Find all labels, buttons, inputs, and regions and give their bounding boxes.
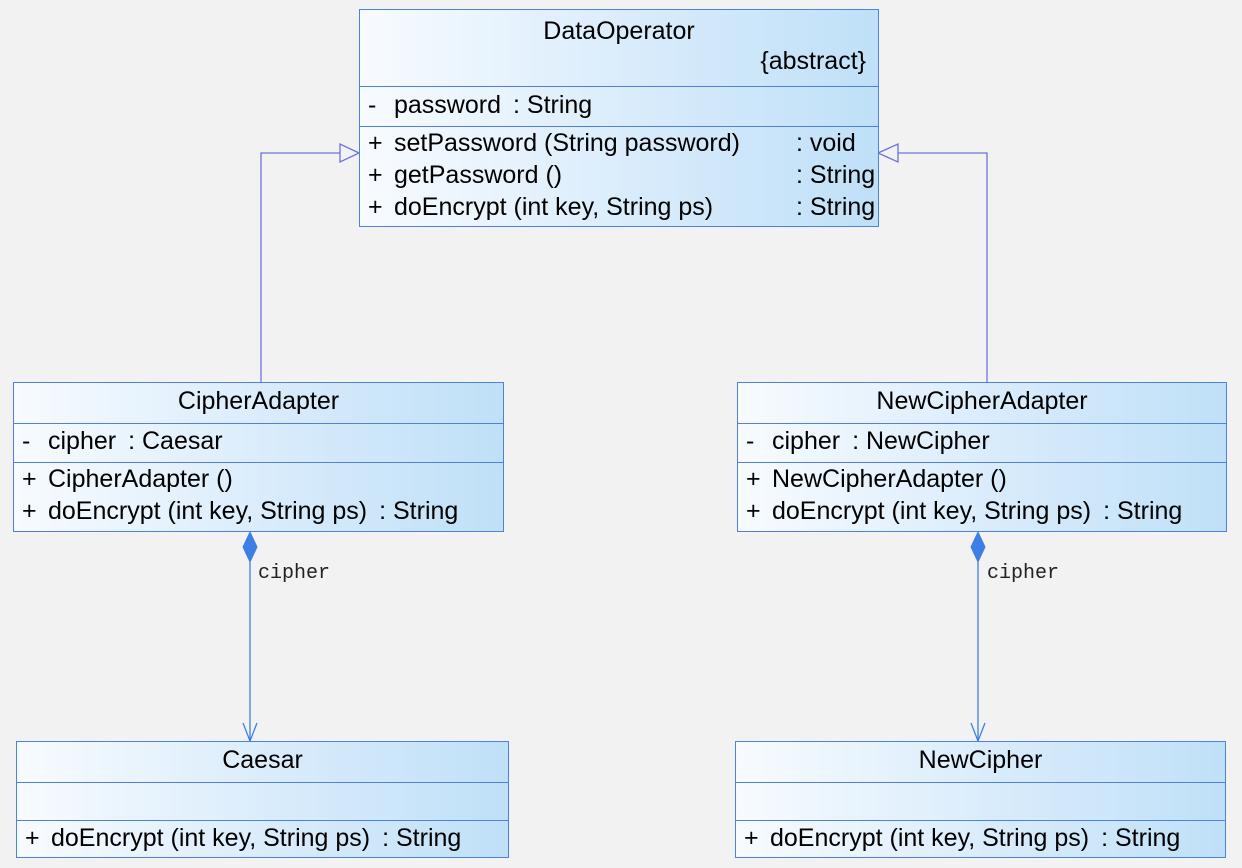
attribute-compartment: - cipher : Caesar [14,423,503,462]
operation-compartment: + NewCipherAdapter () + doEncrypt (int k… [738,462,1226,532]
generalization-line-new-cipher-adapter [898,152,988,383]
attribute-row-cipher[interactable]: - cipher : NewCipher [746,425,1218,457]
operation-row-do-encrypt[interactable]: + doEncrypt (int key, String ps) : Strin… [746,495,1218,527]
class-name: CipherAdapter [177,387,340,415]
visibility-marker: + [22,497,37,525]
composition-role-label-caesar: cipher [258,562,331,585]
operation-name: CipherAdapter () [48,465,233,493]
class-name: DataOperator [543,17,695,45]
operation-row-do-encrypt[interactable]: + doEncrypt (int key, String ps) : Strin… [744,822,1217,854]
composition-diamond-cipher-adapter [242,530,258,564]
class-name-compartment: CipherAdapter [14,383,503,423]
operation-row-constructor[interactable]: + NewCipherAdapter () [746,463,1218,495]
visibility-marker: + [746,497,761,525]
operation-row-do-encrypt[interactable]: + doEncrypt (int key, String ps) : Strin… [25,822,500,854]
generalization-arrowhead-cipher-adapter [339,142,361,164]
composition-role-label-new-cipher: cipher [987,562,1060,585]
operation-row-set-password[interactable]: + setPassword (String password) : void [368,127,870,159]
operation-compartment: + CipherAdapter () + doEncrypt (int key,… [14,462,503,532]
operation-return-type: : String [796,193,876,221]
visibility-marker: + [368,161,383,189]
operation-name: NewCipherAdapter () [772,465,1007,493]
operation-row-get-password[interactable]: + getPassword () : String [368,159,875,191]
operation-name: doEncrypt (int key, String ps) [51,824,371,852]
visibility-marker: + [744,824,759,852]
operation-name: doEncrypt (int key, String ps) [394,193,714,221]
attribute-name: password [394,91,501,119]
attribute-row-password[interactable]: - password : String [368,89,870,121]
operation-return-type: : String [1103,497,1183,525]
class-name-compartment: Caesar [17,742,508,782]
visibility-marker: + [368,129,383,157]
visibility-marker: - [22,427,31,455]
class-name-compartment: NewCipherAdapter [738,383,1226,423]
operation-name: doEncrypt (int key, String ps) [770,824,1090,852]
operation-row-do-encrypt[interactable]: + doEncrypt (int key, String ps) : Strin… [22,495,495,527]
operation-return-type: : void [796,129,856,157]
attribute-type: : String [513,91,593,119]
operation-name: setPassword (String password) [394,129,740,157]
attribute-type: : Caesar [128,427,223,455]
visibility-marker: - [368,91,377,119]
visibility-marker: + [746,465,761,493]
class-name-compartment: DataOperator {abstract} [360,10,878,86]
operation-return-type: : String [382,824,462,852]
operation-row-constructor[interactable]: + CipherAdapter () [22,463,495,495]
operation-compartment: + doEncrypt (int key, String ps) : Strin… [17,820,508,859]
class-new-cipher-adapter[interactable]: NewCipherAdapter - cipher : NewCipher + … [737,382,1227,532]
class-caesar[interactable]: Caesar + doEncrypt (int key, String ps) … [16,741,509,858]
visibility-marker: - [746,427,755,455]
class-new-cipher[interactable]: NewCipher + doEncrypt (int key, String p… [735,741,1226,858]
operation-return-type: : String [379,497,459,525]
attribute-compartment [736,782,1225,820]
class-name-compartment: NewCipher [736,742,1225,782]
class-data-operator[interactable]: DataOperator {abstract} - password : Str… [359,9,879,227]
generalization-line-cipher-adapter [260,152,340,383]
operation-return-type: : String [796,161,876,189]
operation-compartment: + doEncrypt (int key, String ps) : Strin… [736,820,1225,859]
class-name: NewCipher [918,746,1043,774]
operation-row-do-encrypt[interactable]: + doEncrypt (int key, String ps) : Strin… [368,191,875,223]
attribute-name: cipher [772,427,841,455]
visibility-marker: + [25,824,40,852]
attribute-compartment: - password : String [360,86,878,126]
operation-name: doEncrypt (int key, String ps) [772,497,1092,525]
class-cipher-adapter[interactable]: CipherAdapter - cipher : Caesar + Cipher… [13,382,504,532]
class-name: NewCipherAdapter [876,387,1088,415]
operation-name: getPassword () [394,161,563,189]
attribute-name: cipher [48,427,117,455]
class-name: Caesar [222,746,303,774]
composition-diamond-new-cipher-adapter [970,530,986,564]
attribute-compartment [17,782,508,820]
generalization-arrowhead-new-cipher-adapter [876,142,899,164]
visibility-marker: + [22,465,37,493]
operation-compartment: + setPassword (String password) : void +… [360,126,878,228]
visibility-marker: + [368,193,383,221]
operation-name: doEncrypt (int key, String ps) [48,497,368,525]
operation-return-type: : String [1101,824,1181,852]
abstract-stereotype: {abstract} [760,47,866,75]
attribute-compartment: - cipher : NewCipher [738,423,1226,462]
attribute-type: : NewCipher [852,427,990,455]
attribute-row-cipher[interactable]: - cipher : Caesar [22,425,495,457]
